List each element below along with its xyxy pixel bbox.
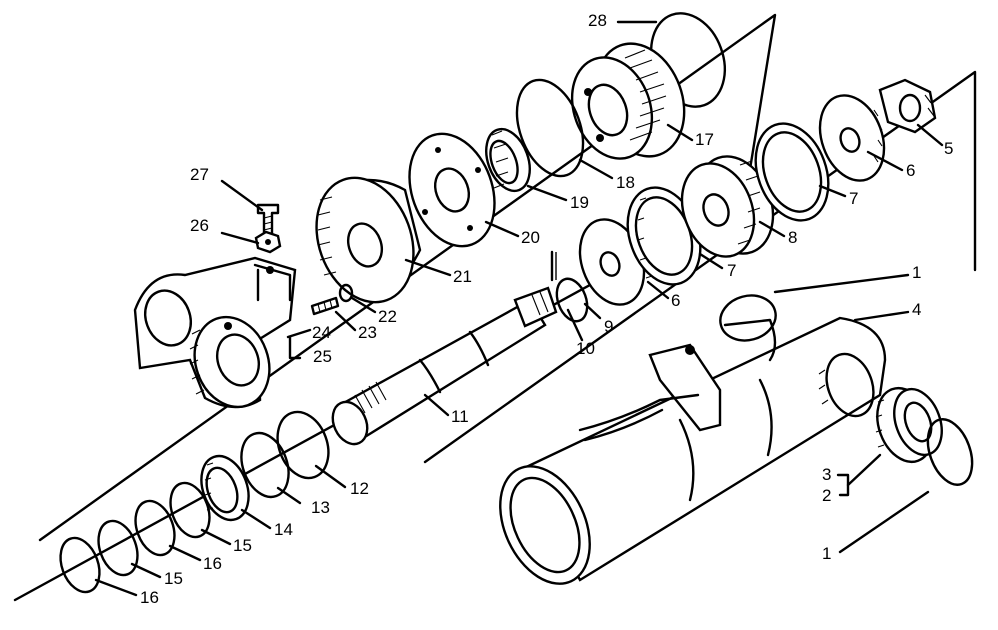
part-20-guide-plate <box>408 132 496 248</box>
part-22-23-cap-screw-washer <box>310 283 354 316</box>
callout-7-lower: 7 <box>727 261 737 280</box>
part-2-3-bushing <box>875 387 943 463</box>
callout-15-upper: 15 <box>233 536 252 555</box>
callout-16-upper: 16 <box>203 554 222 573</box>
callout-17: 17 <box>695 130 714 149</box>
part-26-27-bolt-nut <box>254 203 282 254</box>
part-21-cover-plate <box>315 176 422 304</box>
callout-12: 12 <box>350 479 369 498</box>
callout-6-lower: 6 <box>671 291 681 310</box>
part-13-o-ring <box>240 431 290 499</box>
callout-15-lower: 15 <box>164 569 183 588</box>
part-1-snap-ring-lower <box>926 418 974 486</box>
part-9-10-o-ring-cotter-pin <box>550 250 589 323</box>
callout-20: 20 <box>521 228 540 247</box>
callout-21: 21 <box>453 267 472 286</box>
callout-16-lower: 16 <box>140 588 159 607</box>
lower-band-outline <box>423 70 977 464</box>
callout-27: 27 <box>190 165 209 184</box>
part-24-25-rod-end-yoke <box>133 256 297 409</box>
callout-1-upper: 1 <box>912 263 922 282</box>
part-17-cylinder-head <box>570 42 686 160</box>
part-16-rod-seal-upper <box>134 499 176 557</box>
callout-14: 14 <box>274 520 293 539</box>
callout-2: 2 <box>822 486 832 505</box>
part-18-head-retaining-ring <box>515 78 585 178</box>
part-16-rod-seal-lower <box>59 536 101 594</box>
callout-25: 25 <box>313 347 332 366</box>
part-14-wiper <box>200 454 250 522</box>
part-11-piston-rod <box>331 286 558 446</box>
part-8-piston <box>680 155 775 258</box>
callout-9: 9 <box>604 317 614 336</box>
part-5-piston-rod-nut <box>878 78 937 134</box>
callout-7-upper: 7 <box>849 189 859 208</box>
callout-24: 24 <box>312 323 331 342</box>
part-4-cylinder-barrel <box>499 316 887 585</box>
part-1-snap-ring-upper <box>719 294 777 342</box>
callout-23: 23 <box>358 323 377 342</box>
part-19-head-seal <box>485 127 531 193</box>
part-6-washer-upper <box>818 94 886 182</box>
rod-seal-stack <box>59 410 330 594</box>
callout-13: 13 <box>311 498 330 517</box>
part-15-back-up-ring-upper <box>169 481 211 539</box>
callout-8: 8 <box>788 228 798 247</box>
part-12-retaining-ring <box>276 410 330 480</box>
callout-6-upper: 6 <box>906 161 916 180</box>
callout-19: 19 <box>570 193 589 212</box>
part-15-back-up-ring-lower <box>97 519 139 577</box>
callout-28: 28 <box>588 11 607 30</box>
callout-10: 10 <box>576 339 595 358</box>
callout-26: 26 <box>190 216 209 235</box>
callout-4: 4 <box>912 300 922 319</box>
leader-lines <box>94 20 944 597</box>
callout-11: 11 <box>451 407 469 426</box>
callout-18: 18 <box>616 173 635 192</box>
callout-1-lower: 1 <box>822 544 832 563</box>
callout-22: 22 <box>378 307 397 326</box>
part-7-seal-ring-upper <box>754 122 830 222</box>
part-6-washer-lower <box>578 218 646 306</box>
callout-5: 5 <box>944 139 954 158</box>
callout-3: 3 <box>822 465 832 484</box>
